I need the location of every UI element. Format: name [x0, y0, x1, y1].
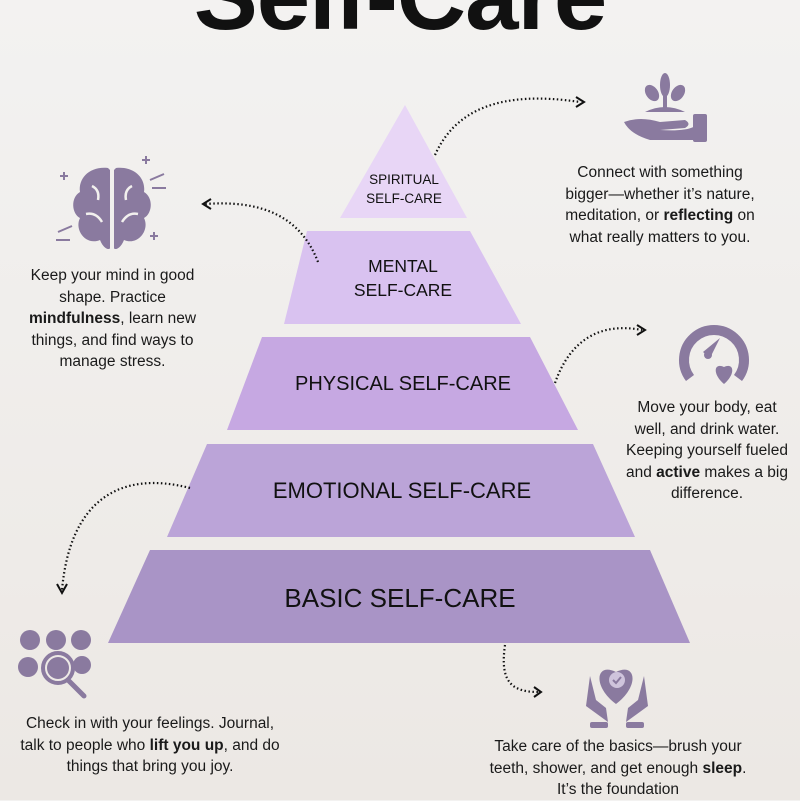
arrow-mental	[204, 202, 320, 263]
brain-icon	[56, 156, 166, 250]
arrow-physical	[553, 327, 643, 384]
tier-basic	[108, 550, 690, 643]
physical-description: Move your body, eat well, and drink wate…	[625, 399, 788, 502]
tier-physical	[227, 337, 578, 430]
tier-mental-label-1: MENTAL	[368, 256, 438, 276]
tier-spiritual-label-1: SPIRITUAL	[369, 172, 439, 187]
arrow-spiritual	[433, 97, 581, 156]
emotions-magnifier-icon	[18, 630, 91, 699]
tier-emotional-label: EMOTIONAL SELF-CARE	[273, 478, 531, 503]
tier-spiritual-label-2: SELF-CARE	[366, 191, 442, 206]
mental-description: Keep your mind in good shape. Practice m…	[28, 267, 197, 370]
tier-basic-label: BASIC SELF-CARE	[284, 583, 515, 613]
tier-mental-label-2: SELF-CARE	[354, 280, 452, 300]
plant-in-hand-icon	[624, 73, 707, 142]
page-title: Self-Care	[0, 0, 800, 52]
arrow-emotional	[60, 481, 191, 591]
arrow-basic	[502, 644, 539, 694]
emotional-description: Check in with your feelings. Journal, ta…	[20, 715, 280, 775]
tier-spiritual	[340, 105, 467, 218]
tier-emotional	[167, 444, 635, 537]
heart-in-hands-icon	[586, 669, 648, 728]
basic-description: Take care of the basics—brush your teeth…	[489, 738, 747, 798]
gauge-heart-icon	[679, 325, 749, 384]
tier-physical-label: PHYSICAL SELF-CARE	[295, 373, 511, 395]
tier-mental	[284, 231, 521, 324]
spiritual-description: Connect with something bigger—whether it…	[565, 164, 755, 246]
